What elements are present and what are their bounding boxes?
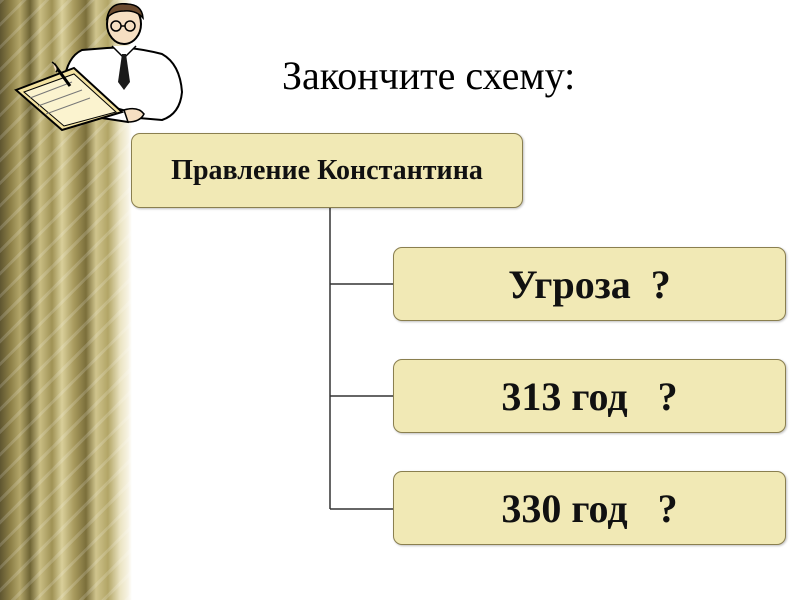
branch-node-1: Угроза ? [393,247,786,321]
root-node: Правление Константина [131,133,523,208]
branch-node-3: 330 год ? [393,471,786,545]
slide-title: Закончите схему: [282,53,576,98]
branch-node-label: 313 год ? [501,373,678,419]
branch-node-label: 330 год ? [501,485,678,531]
branch-node-2: 313 год ? [393,359,786,433]
branch-node-label: Угроза ? [508,261,671,307]
root-node-label: Правление Константина [171,154,483,186]
teacher-writing-icon [14,3,184,132]
